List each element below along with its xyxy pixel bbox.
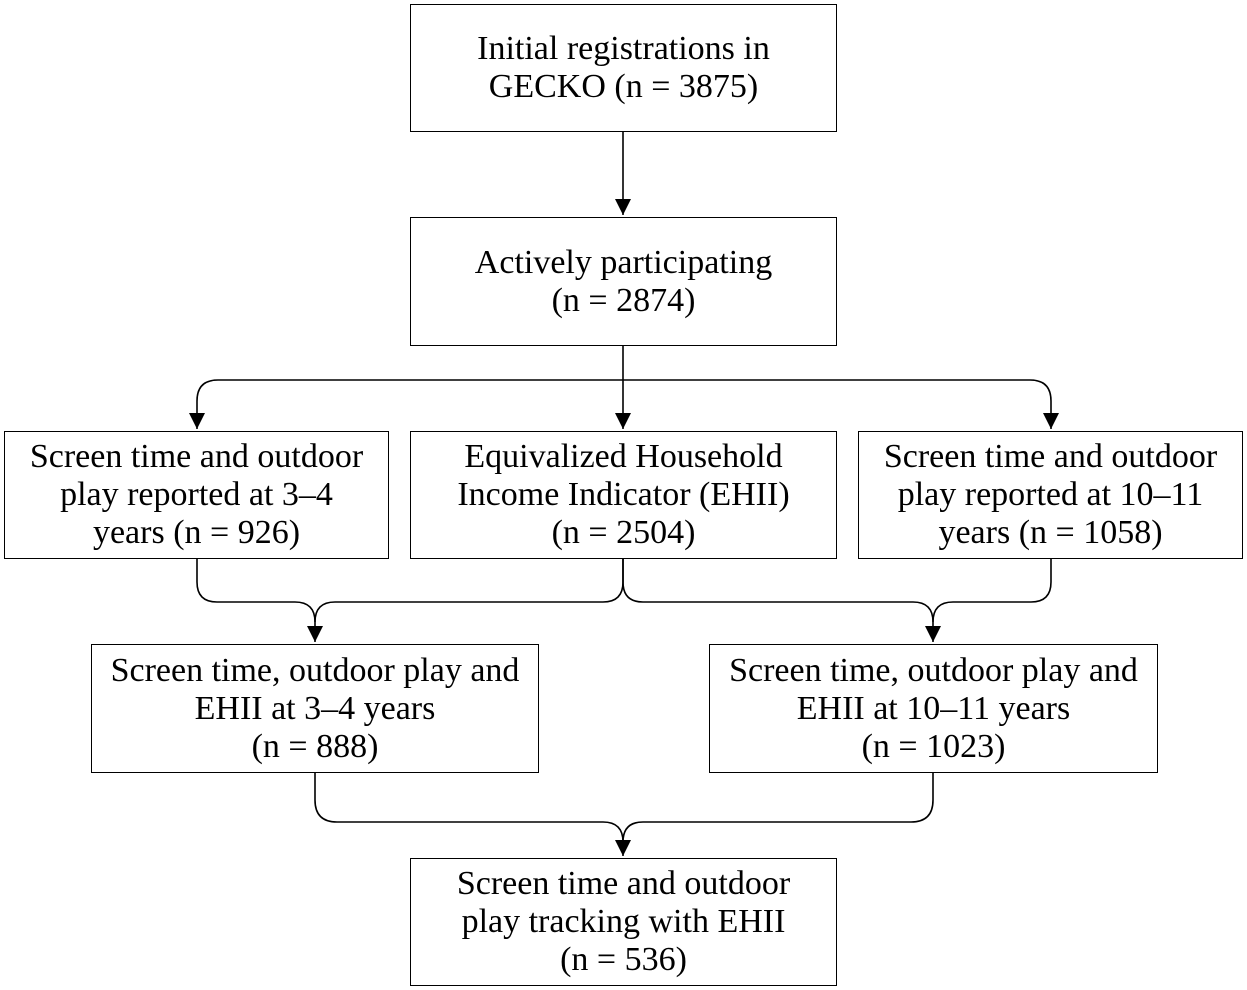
node-line: (n = 2874) [551, 281, 696, 319]
node-line: (n = 1023) [861, 727, 1006, 765]
node-line: years (n = 926) [92, 514, 301, 551]
node-screen-time-3-4: Screen time and outdoor play reported at… [4, 431, 389, 559]
edge-combined34-to-tracking [314, 772, 631, 856]
node-line: Actively participating [474, 243, 773, 281]
node-line: Income Indicator (EHII) [457, 476, 790, 513]
node-line: Screen time, outdoor play and [729, 651, 1138, 689]
node-line: Equivalized Household [464, 438, 783, 475]
node-actively-participating: Actively participating (n = 2874) [410, 217, 837, 346]
node-line: EHII at 10–11 years [796, 689, 1071, 727]
node-initial-registrations: Initial registrations in GECKO (n = 3875… [410, 4, 837, 132]
node-line: Screen time and outdoor [456, 865, 791, 902]
edge-combined1011-to-tracking [622, 772, 934, 843]
node-line: years (n = 1058) [938, 514, 1163, 551]
edge-ehii-to-combined34 [314, 558, 624, 623]
node-line: (n = 2504) [551, 514, 696, 551]
node-line: play tracking with EHII [461, 903, 786, 940]
node-line: play reported at 3–4 [60, 476, 333, 513]
edge-screen1011-to-combined1011 [932, 558, 1052, 623]
node-tracking-with-ehii: Screen time and outdoor play tracking wi… [410, 858, 837, 986]
node-screen-time-10-11: Screen time and outdoor play reported at… [858, 431, 1243, 559]
edge-active-to-screen1011 [623, 379, 1059, 429]
edge-ehii-to-combined1011 [622, 558, 941, 642]
node-line: Screen time and outdoor [883, 438, 1218, 475]
node-combined-10-11: Screen time, outdoor play and EHII at 10… [709, 644, 1158, 773]
node-line: GECKO (n = 3875) [488, 68, 759, 105]
node-line: play reported at 10–11 [897, 476, 1204, 513]
node-line: Screen time and outdoor [29, 438, 364, 475]
node-line: (n = 888) [251, 727, 379, 765]
node-line: Initial registrations in [477, 30, 770, 67]
node-line: (n = 536) [560, 941, 687, 978]
edge-active-to-screen34 [189, 379, 623, 429]
node-combined-3-4: Screen time, outdoor play and EHII at 3–… [91, 644, 539, 773]
node-line: EHII at 3–4 years [194, 689, 436, 727]
node-ehii: Equivalized Household Income Indicator (… [410, 431, 837, 559]
node-line: Screen time, outdoor play and [110, 651, 520, 689]
edge-screen34-to-combined34 [196, 558, 323, 642]
